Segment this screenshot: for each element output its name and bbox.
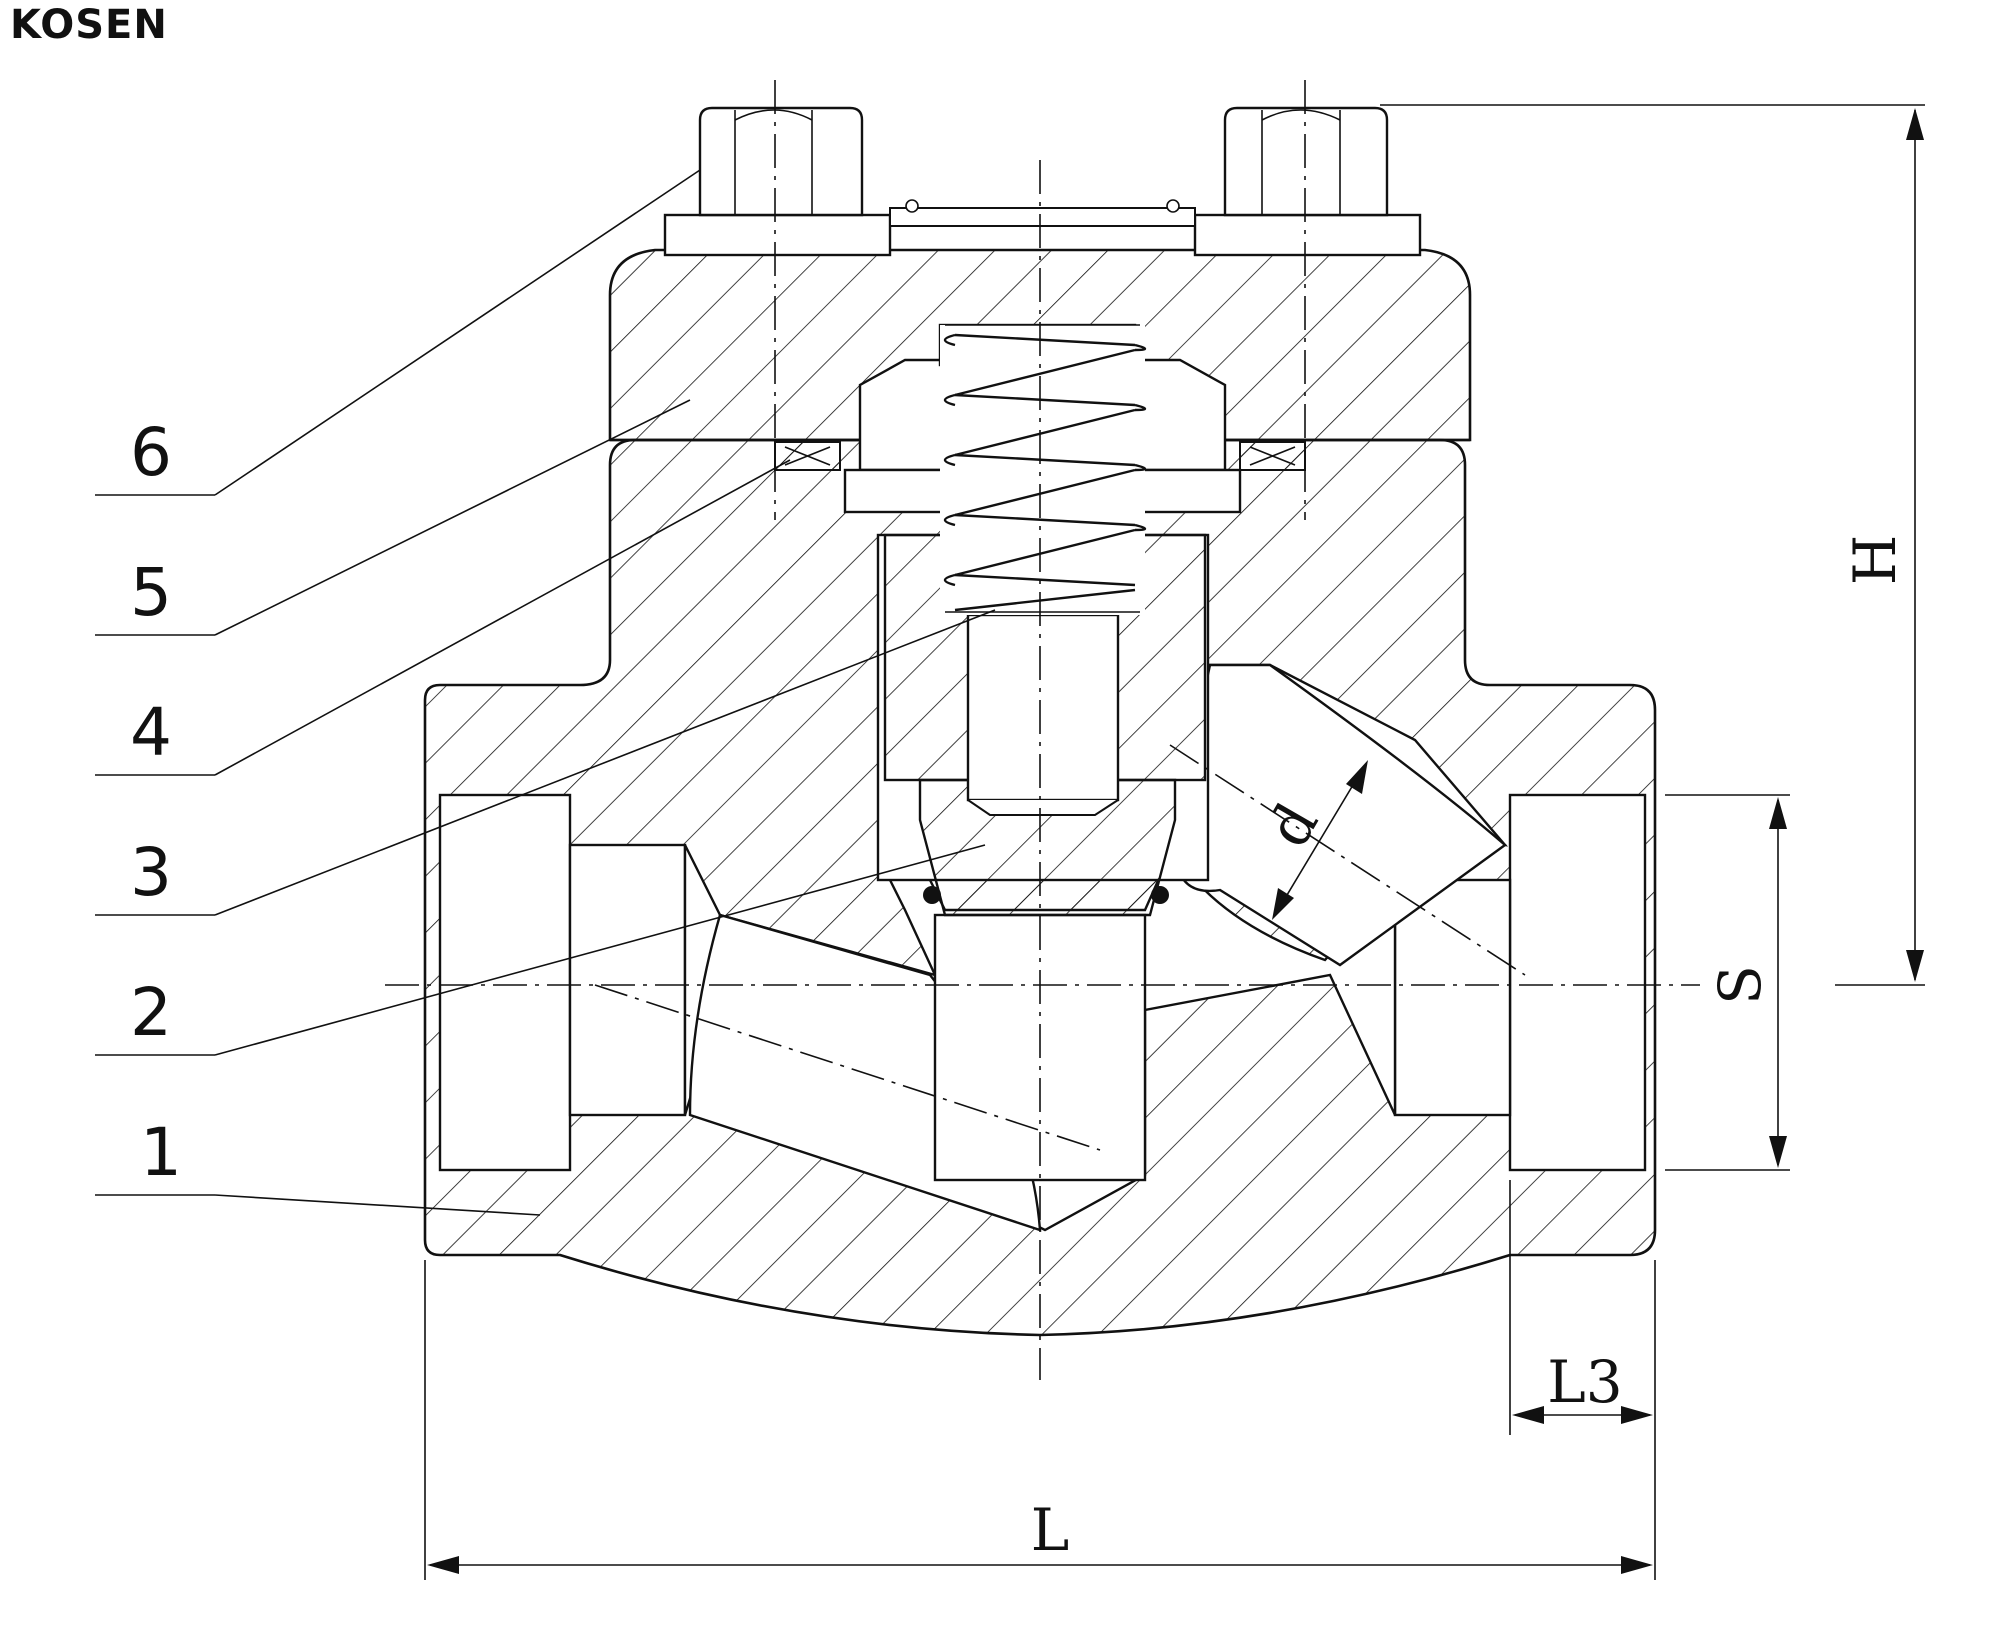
part-label-4: 4 xyxy=(130,694,172,771)
part-label-1: 1 xyxy=(140,1114,182,1191)
part-label-3: 3 xyxy=(130,834,172,911)
kosen-logo: KOSEN xyxy=(10,2,168,48)
height-label: H xyxy=(1841,535,1909,586)
part-label-5: 5 xyxy=(130,554,172,631)
spring xyxy=(940,324,1147,615)
bolt-left xyxy=(663,106,892,257)
dimension-thread: S xyxy=(1665,794,1790,1171)
bolt-right xyxy=(1193,106,1422,257)
part-label-2: 2 xyxy=(130,974,172,1051)
dimension-height: H xyxy=(1380,104,1925,986)
dimension-socket-length: L3 xyxy=(1509,1180,1656,1580)
length-label: L xyxy=(1031,1496,1070,1564)
part-label-6: 6 xyxy=(130,414,172,491)
dimension-length: L xyxy=(424,1260,1653,1580)
socket-length-label: L3 xyxy=(1547,1348,1622,1416)
thread-size-label: S xyxy=(1706,965,1774,1005)
leader-lines xyxy=(95,169,996,1216)
